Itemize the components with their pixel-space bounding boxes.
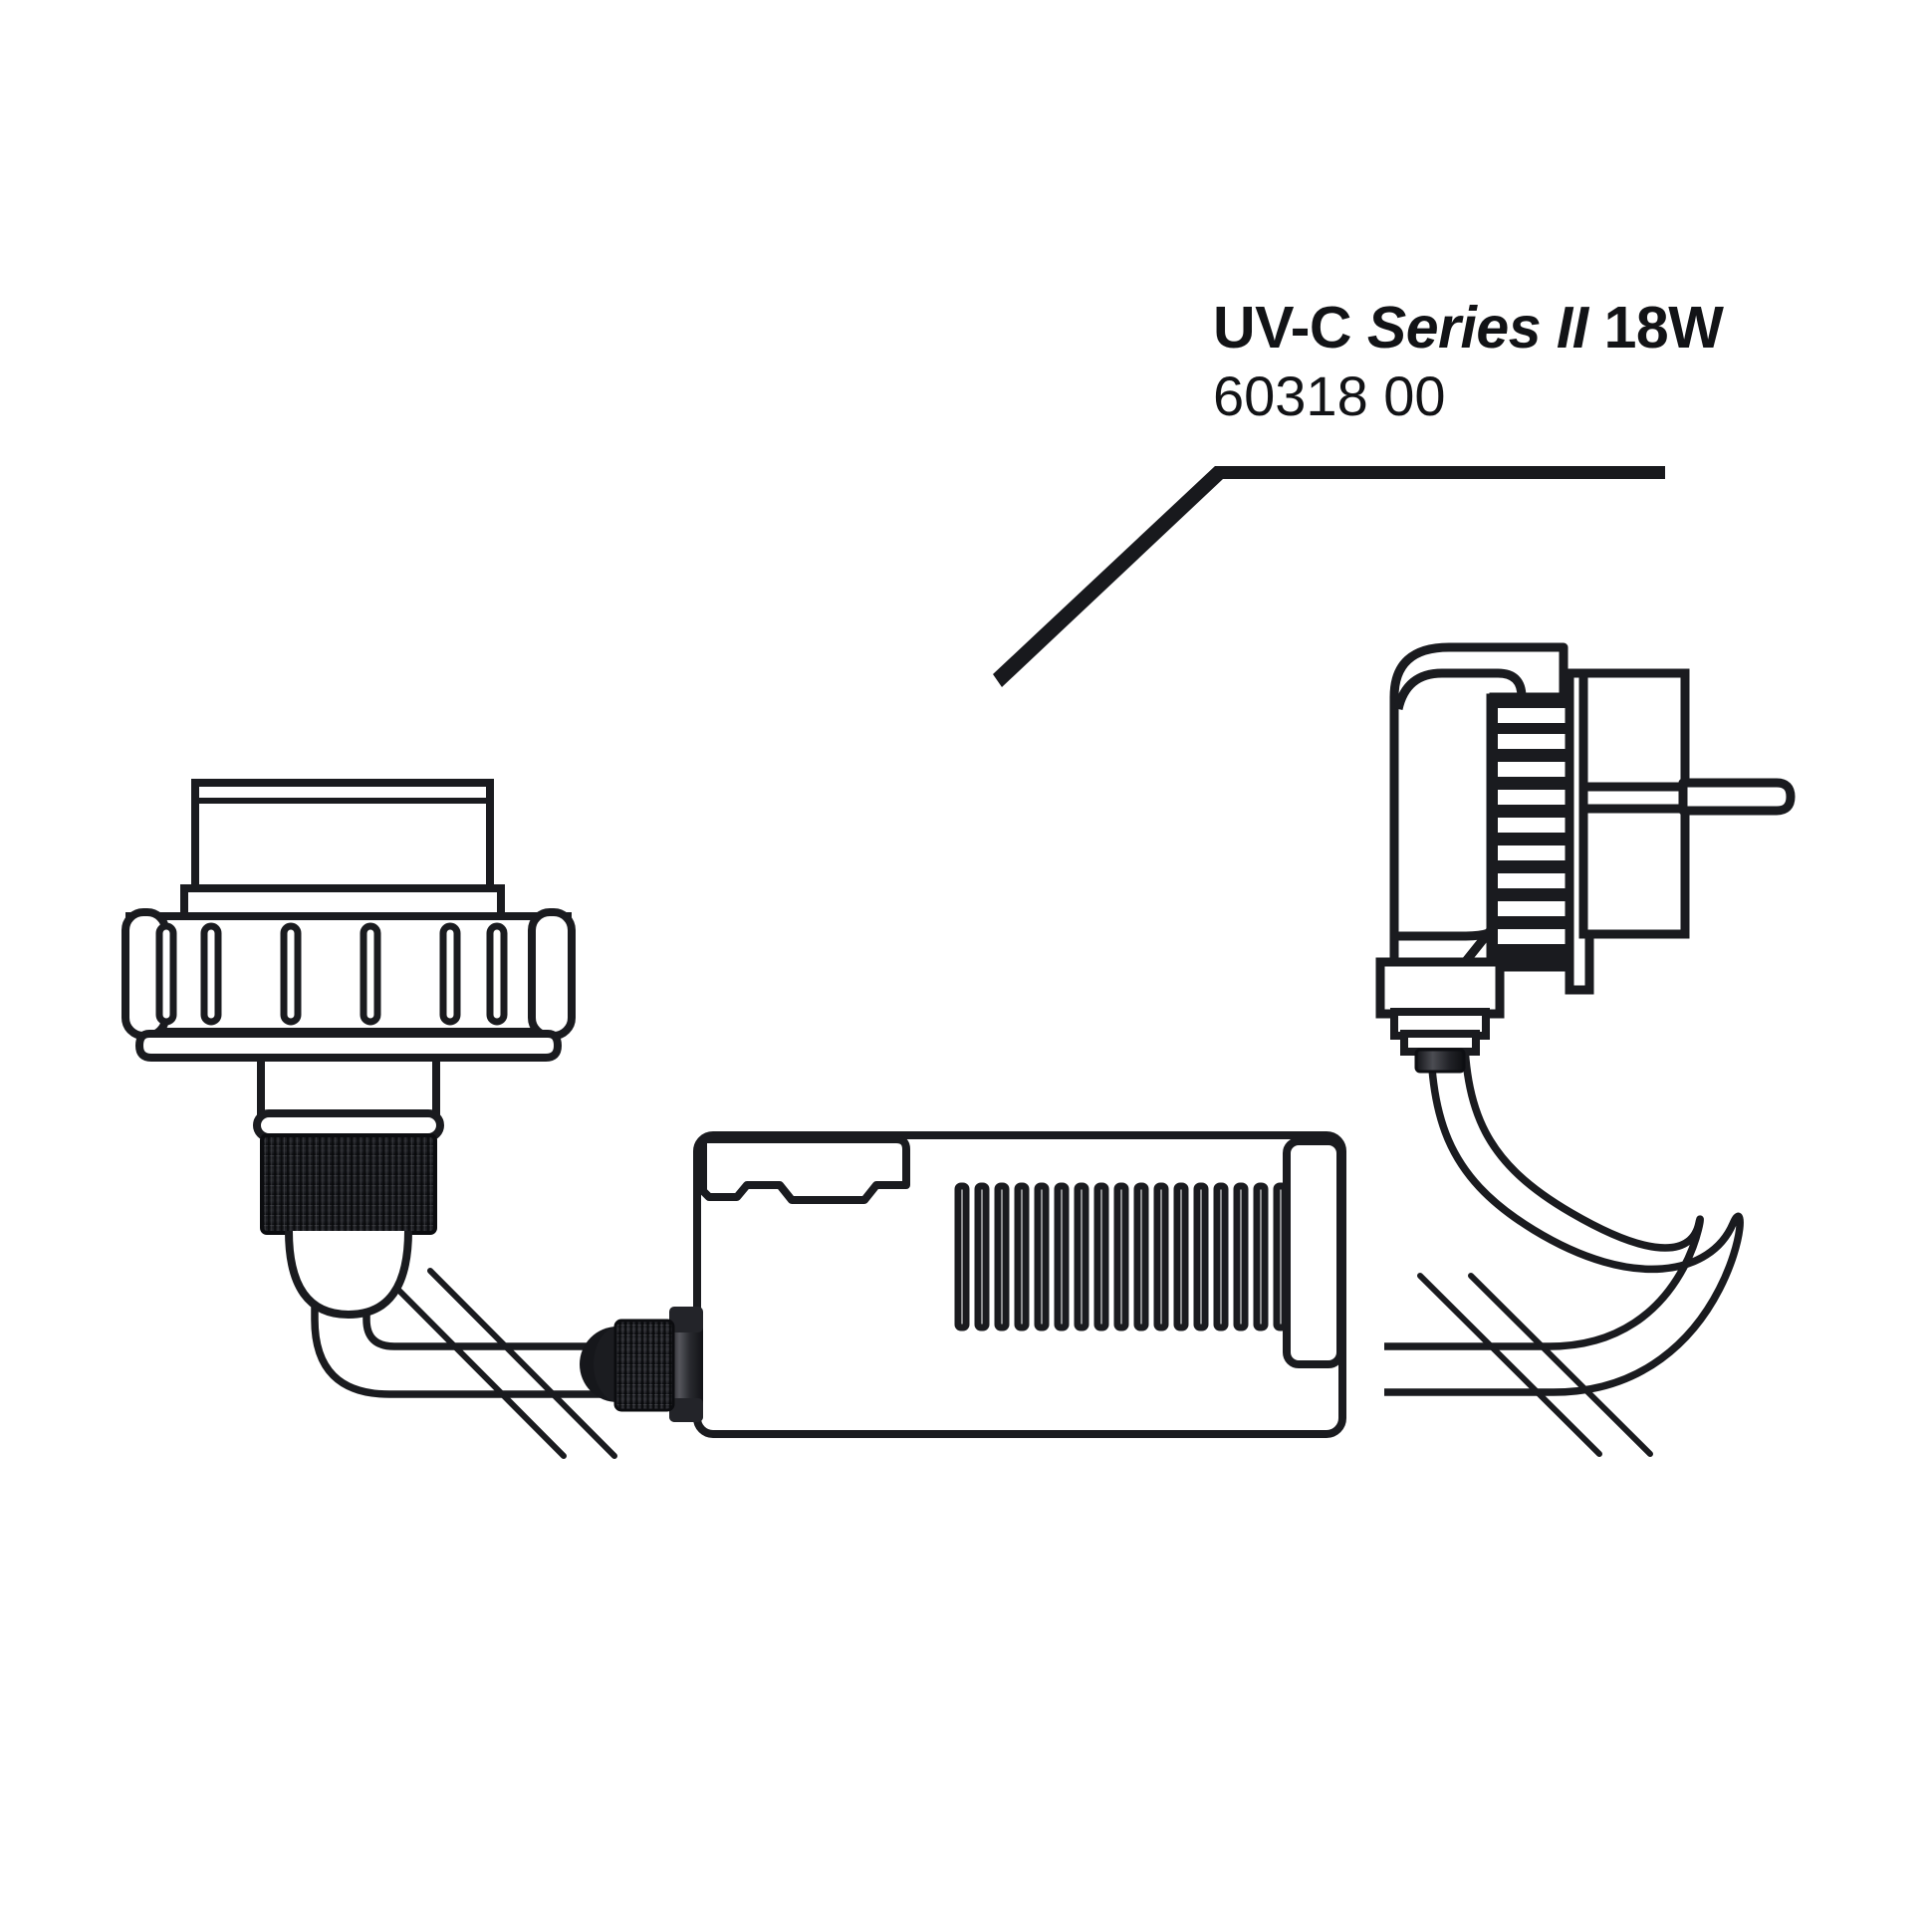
plug-collar-ribs: [1490, 697, 1575, 968]
product-series: Series II: [1366, 295, 1588, 361]
ballast-housing: [693, 1131, 1346, 1438]
product-title-line: UV-C Series II 18W: [1213, 299, 1910, 358]
ballast-vent-slots: [954, 1182, 1289, 1331]
screw-cap-assembly: [121, 779, 576, 1320]
article-number: 60318 00: [1213, 364, 1446, 427]
callout-leader-line: [993, 466, 1665, 687]
mains-plug-assembly: [1375, 642, 1796, 1074]
cap-knurl-slots: [155, 922, 508, 1026]
product-wattage: 18W: [1603, 295, 1724, 361]
product-name-prefix: UV-C: [1213, 295, 1351, 361]
callout-label-block: UV-C Series II 18W 60318 00: [1213, 299, 1910, 424]
ballast-input-connector: [580, 1307, 703, 1422]
cable-break-symbol-left: [376, 1268, 617, 1459]
cable-break-symbol-right: [1417, 1273, 1653, 1457]
cable-right: [1384, 1015, 1744, 1396]
cable-left: [311, 1230, 617, 1398]
